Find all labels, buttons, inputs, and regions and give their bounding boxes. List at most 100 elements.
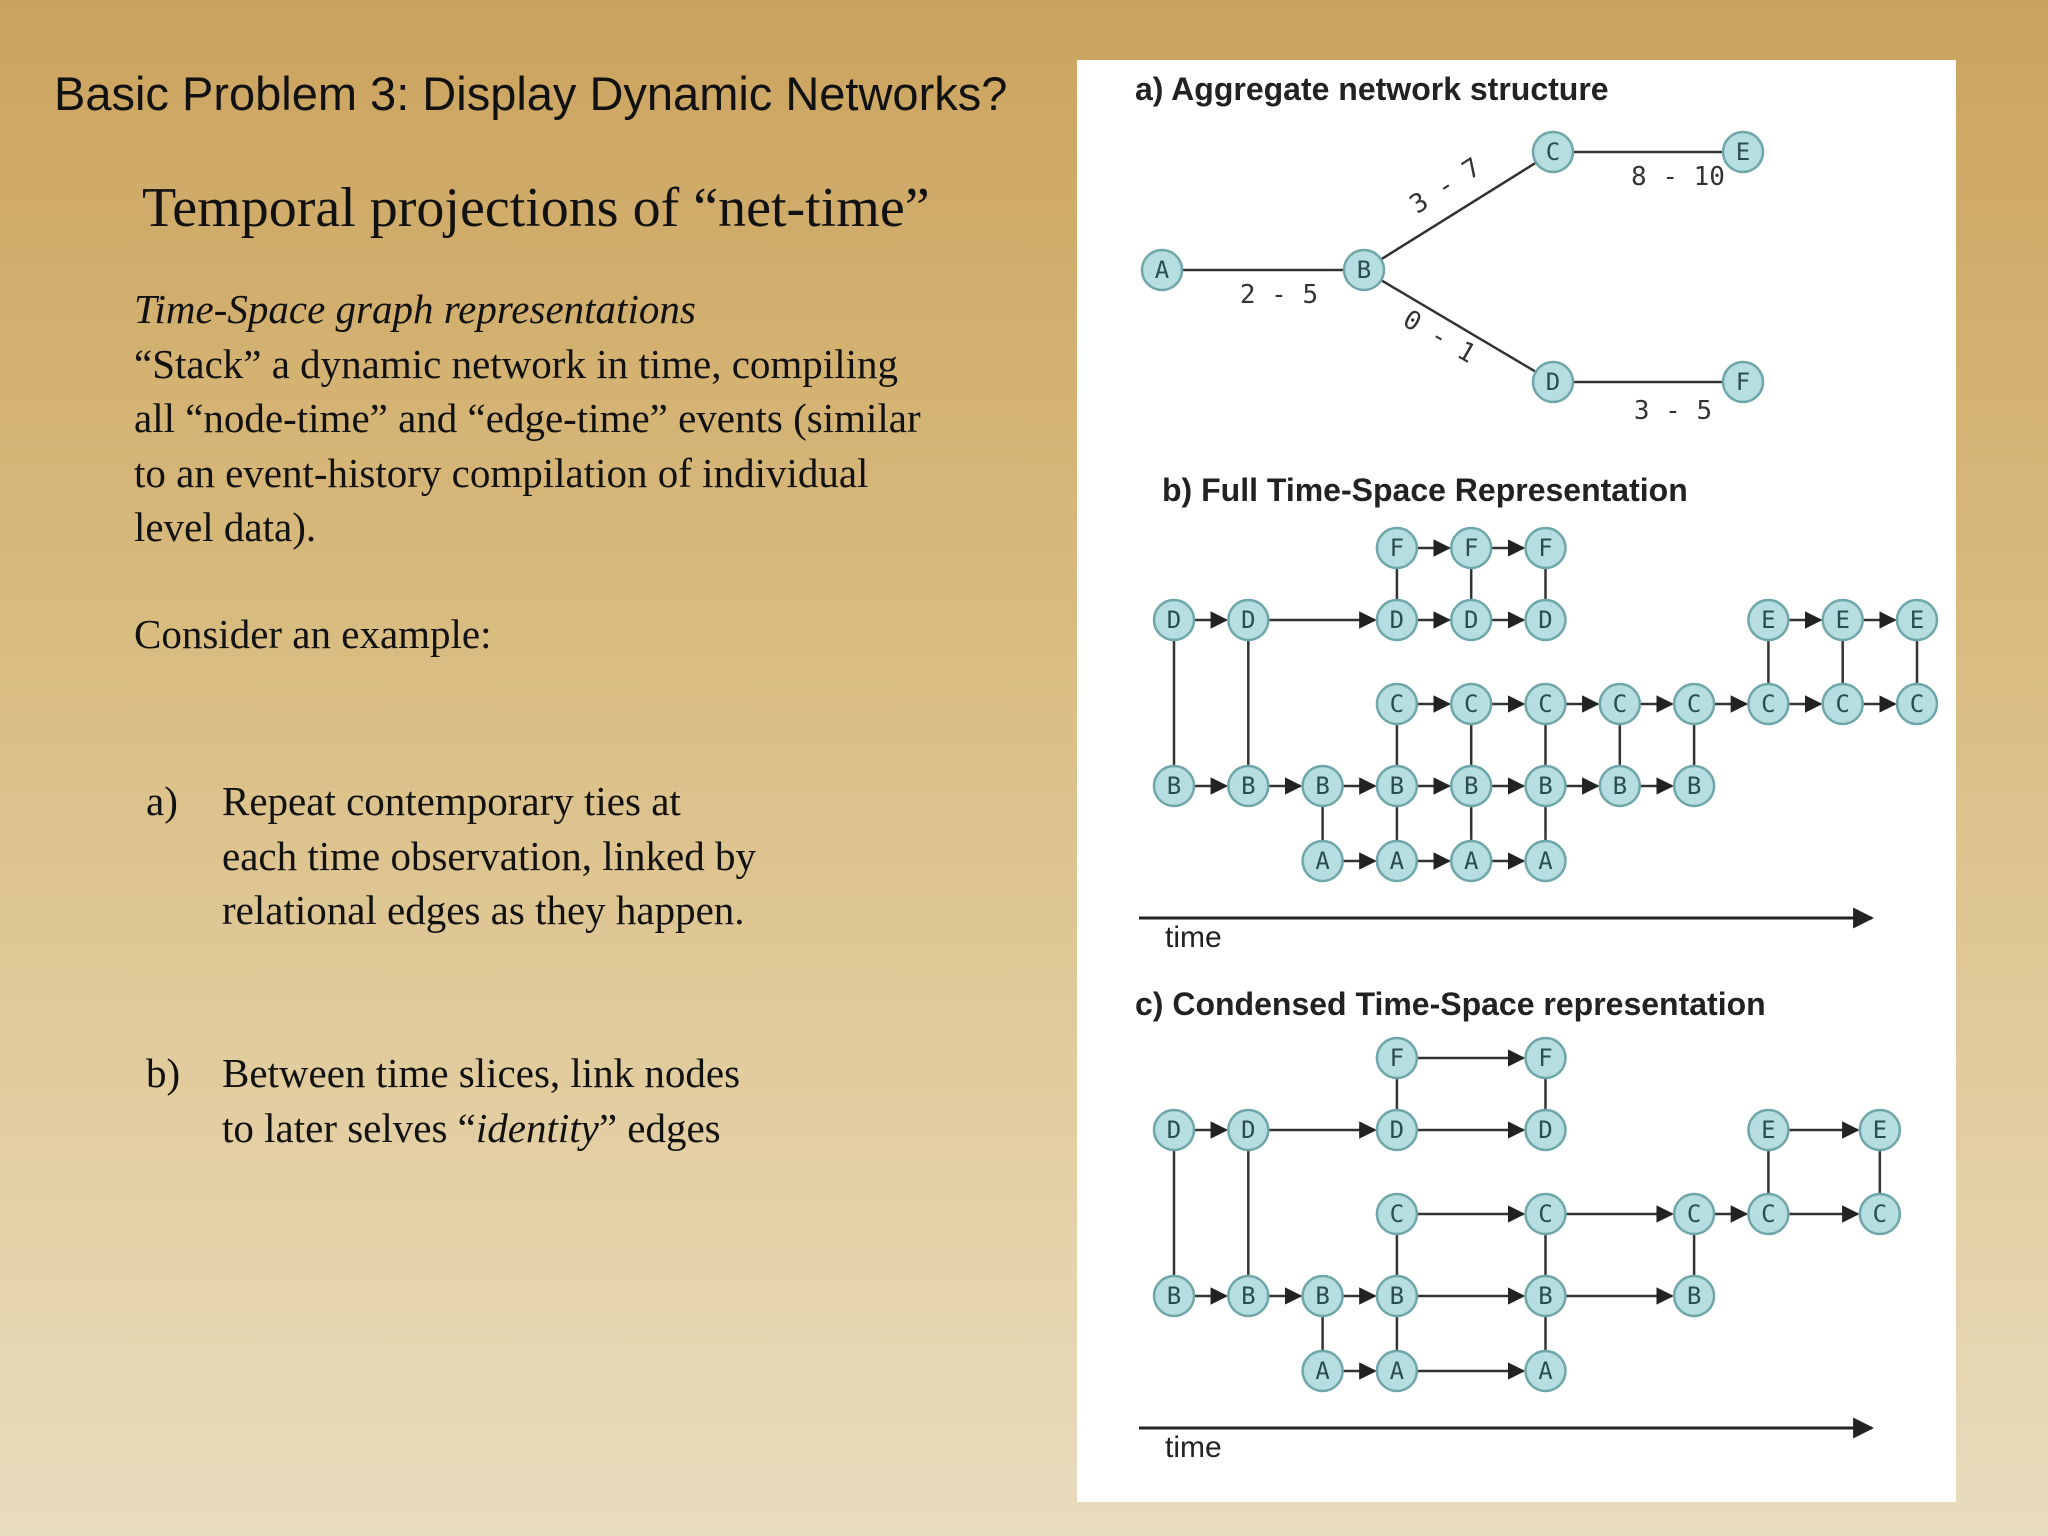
node-circle <box>1152 1108 1196 1152</box>
node-circle <box>1375 1349 1419 1393</box>
node-c: C <box>1672 1192 1716 1236</box>
node-circle <box>1747 1192 1790 1236</box>
node-label: B <box>1315 772 1329 800</box>
node-d: D <box>1524 1108 1567 1152</box>
node-label: B <box>1538 1282 1552 1310</box>
node-circle <box>1140 248 1184 292</box>
node-circle <box>1598 764 1642 808</box>
node-label: A <box>1390 1357 1405 1385</box>
node-label: D <box>1546 368 1560 396</box>
node-d: D <box>1152 598 1196 642</box>
panel-c-label: c) Condensed Time-Space representation <box>1135 986 1766 1022</box>
list-text-after: ” edges <box>598 1104 721 1151</box>
node-label: D <box>1390 1116 1404 1144</box>
node-circle <box>1524 682 1567 726</box>
panel-a-label: a) Aggregate network structure <box>1135 71 1609 107</box>
node-a: A <box>1375 1349 1419 1393</box>
node-label: F <box>1464 534 1478 562</box>
node-circle <box>1747 682 1790 726</box>
node-circle <box>1375 839 1419 883</box>
node-circle <box>1375 764 1419 808</box>
node-label: D <box>1464 606 1478 634</box>
node-b: B <box>1524 1274 1567 1318</box>
node-d: D <box>1449 598 1493 642</box>
node-label: F <box>1390 1044 1404 1072</box>
node-circle <box>1895 598 1939 642</box>
node-a: A <box>1524 1349 1567 1393</box>
node-c: C <box>1821 682 1864 726</box>
node-label: B <box>1464 772 1478 800</box>
node-label: A <box>1155 256 1170 284</box>
node-label: A <box>1315 847 1330 875</box>
node-b: B <box>1672 1274 1716 1318</box>
node-d: D <box>1375 598 1419 642</box>
node-circle <box>1375 1036 1419 1080</box>
list-text-emphasis: identity <box>475 1104 599 1151</box>
node-b: B <box>1152 764 1196 808</box>
paragraph-title: Time-Space graph representations <box>134 286 696 332</box>
node-b: B <box>1375 1274 1419 1318</box>
node-d: D <box>1375 1108 1419 1152</box>
time-axis-label: time <box>1165 1431 1222 1464</box>
node-label: B <box>1390 1282 1404 1310</box>
node-circle <box>1524 1349 1567 1393</box>
node-circle <box>1375 682 1419 726</box>
node-circle <box>1598 682 1642 726</box>
node-circle <box>1449 598 1493 642</box>
node-circle <box>1152 1274 1196 1318</box>
node-a: A <box>1375 839 1419 883</box>
node-label: F <box>1390 534 1404 562</box>
node-circle <box>1524 598 1567 642</box>
node-label: A <box>1315 1357 1330 1385</box>
node-c: C <box>1449 682 1493 726</box>
node-circle <box>1672 1192 1716 1236</box>
node-label: C <box>1835 690 1849 718</box>
node-circle <box>1227 764 1270 808</box>
node-label: B <box>1538 772 1552 800</box>
node-e: E <box>1821 598 1864 642</box>
node-label: C <box>1687 690 1701 718</box>
node-circle <box>1524 1036 1567 1080</box>
node-label: D <box>1241 606 1255 634</box>
node-label: D <box>1390 606 1404 634</box>
node-label: C <box>1873 1200 1887 1228</box>
node-label: C <box>1390 1200 1404 1228</box>
node-c: C <box>1375 1192 1419 1236</box>
node-label: B <box>1357 256 1371 284</box>
node-c: C <box>1375 682 1419 726</box>
node-e: E <box>1858 1108 1902 1152</box>
node-e: E <box>1747 1108 1790 1152</box>
node-b: B <box>1152 1274 1196 1318</box>
edge-time-label: 8 - 10 <box>1631 162 1725 192</box>
network-figure-svg: a) Aggregate network structure 2 - 53 - … <box>1135 71 1939 1464</box>
node-label: C <box>1687 1200 1701 1228</box>
node-circle <box>1375 598 1419 642</box>
node-f: F <box>1375 526 1419 570</box>
node-circle <box>1524 1192 1567 1236</box>
node-circle <box>1301 1349 1344 1393</box>
node-f: F <box>1375 1036 1419 1080</box>
node-label: B <box>1687 772 1701 800</box>
list-marker: b) <box>146 1050 181 1096</box>
node-label: C <box>1613 690 1627 718</box>
node-label: E <box>1736 138 1750 166</box>
node-circle <box>1449 764 1493 808</box>
node-circle <box>1531 360 1575 404</box>
node-label: E <box>1761 1116 1775 1144</box>
node-a: A <box>1449 839 1493 883</box>
node-label: F <box>1538 1044 1552 1072</box>
node-label: C <box>1464 690 1478 718</box>
node-b: B <box>1598 764 1642 808</box>
node-f: F <box>1449 526 1493 570</box>
node-label: D <box>1538 1116 1552 1144</box>
node-e: E <box>1747 598 1790 642</box>
node-label: C <box>1538 690 1552 718</box>
node-label: B <box>1167 1282 1181 1310</box>
node-label: C <box>1546 138 1560 166</box>
node-circle <box>1747 1108 1790 1152</box>
node-c: C <box>1524 1192 1567 1236</box>
node-circle <box>1375 1274 1419 1318</box>
node-b: B <box>1524 764 1567 808</box>
list-text-before: Between time slices, link nodes to later… <box>222 1050 741 1151</box>
